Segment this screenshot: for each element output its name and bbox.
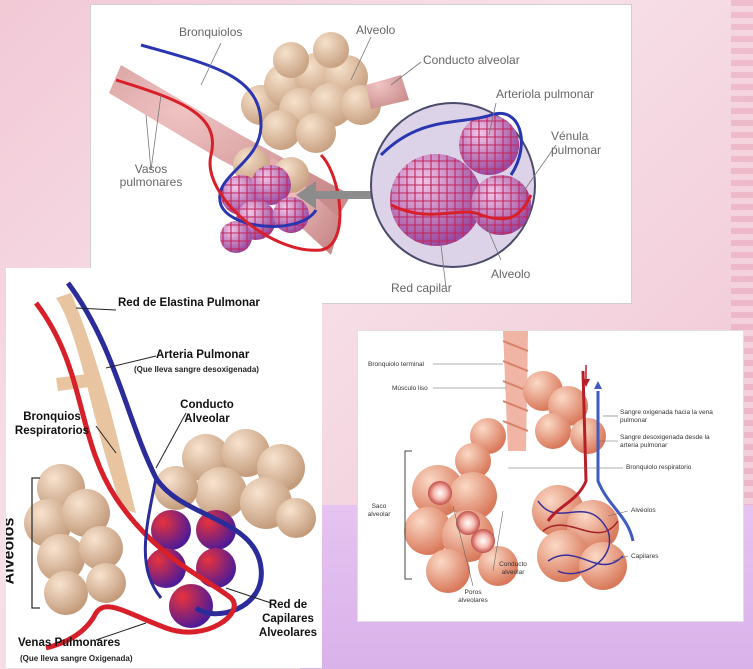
label-poros-alveolares: Poros alveolares: [453, 589, 493, 605]
label-conducto-alveolar: Conducto alveolar: [423, 53, 520, 67]
label-venas-pulmonares: Venas Pulmonares: [18, 636, 120, 650]
alveoli-illustration-top: [91, 5, 631, 303]
label-red-capilares: Red de Capilares Alveolares: [252, 598, 322, 640]
label-conducto-alveolar-right: Conducto alveolar: [493, 561, 533, 577]
label-arteria-sub: (Que lleva sangre desoxigenada): [134, 363, 259, 377]
label-vasos-pulmonares: Vasos pulmonares: [116, 163, 186, 189]
label-sangre-oxigenada: Sangre oxigenada hacia la vena pulmonar: [620, 409, 728, 425]
label-musculo-liso: Músculo liso: [392, 385, 428, 393]
label-sangre-desoxigenada: Sangre desoxigenada desde la arteria pul…: [620, 434, 728, 450]
label-bronquiolo-respiratorio: Bronquiolo respiratorio: [626, 464, 691, 472]
label-alveolo-bottom: Alveolo: [491, 267, 530, 281]
label-alveolos-vertical-wrap: Alvéolos: [14, 498, 38, 618]
label-alveolos-vertical: Alvéolos: [6, 518, 16, 585]
diagram-panel-right: Bronquiolo terminal Músculo liso Sangre …: [357, 330, 744, 622]
label-alveolos-right: Alvéolos: [631, 507, 656, 515]
label-arteriola-pulmonar: Arteriola pulmonar: [496, 87, 594, 101]
label-arteria-pulmonar: Arteria Pulmonar: [156, 348, 249, 362]
label-venas-sub: (Que lleva sangre Oxigenada): [20, 652, 132, 666]
capillary-sac: [532, 485, 627, 590]
label-conducto-alveolar-left: Conducto Alveolar: [174, 398, 240, 426]
magnified-view: [371, 103, 535, 267]
diagram-panel-left: Red de Elastina Pulmonar Arteria Pulmona…: [6, 268, 322, 668]
label-alveolo-top: Alveolo: [356, 23, 395, 37]
label-red-capilar: Red capilar: [391, 281, 452, 295]
label-bronquiolos: Bronquiolos: [179, 25, 242, 39]
label-bronquios-respiratorios: Bronquios Respiratorios: [6, 410, 98, 438]
label-red-elastina: Red de Elastina Pulmonar: [118, 296, 260, 310]
diagram-panel-top: Bronquiolos Alveolo Conducto alveolar Ar…: [90, 4, 632, 304]
label-capilares: Capilares: [631, 553, 658, 561]
label-venula-pulmonar: Vénula pulmonar: [551, 129, 613, 157]
alveolus-cluster: [233, 32, 381, 193]
label-bronquiolo-terminal: Bronquiolo terminal: [368, 361, 424, 369]
label-saco-alveolar: Saco alveolar: [362, 503, 396, 519]
alveoli-illustration-right: [358, 331, 743, 621]
